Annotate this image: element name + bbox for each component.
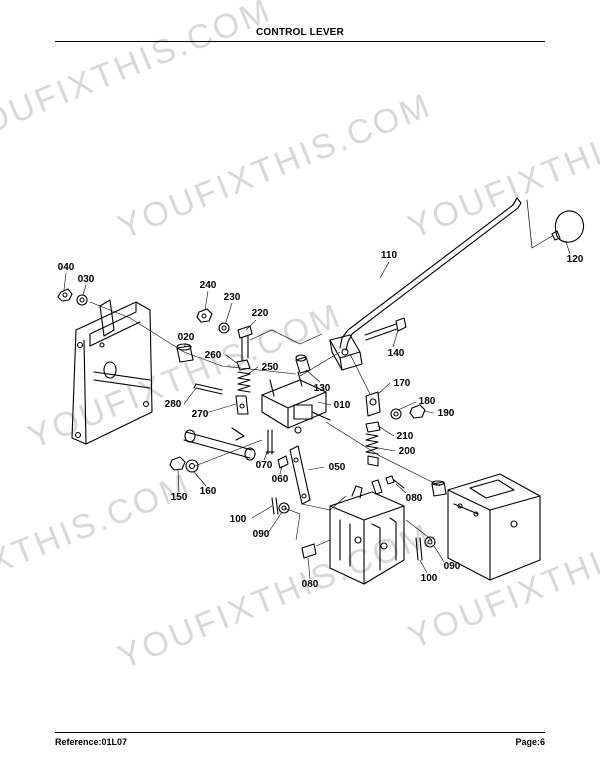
control-valve-part [329, 479, 405, 585]
header-rule [55, 41, 545, 42]
callout-label: 090 [444, 561, 461, 572]
callout-label: 100 [230, 514, 247, 525]
callout-label: 240 [200, 280, 217, 291]
nut-part [365, 421, 381, 433]
leader-line [526, 199, 553, 249]
callout-label: 010 [334, 400, 351, 411]
spring-part [237, 371, 251, 393]
pin-part [415, 537, 423, 561]
bolt-part [364, 317, 407, 341]
callout-label: 080 [406, 493, 423, 504]
callout-label: 160 [200, 486, 217, 497]
washer-part [185, 459, 199, 473]
shaft-part [183, 427, 256, 461]
mounting-plate-part [71, 299, 153, 445]
callout-label: 050 [329, 462, 346, 473]
washer-part [218, 322, 230, 334]
callout-label: 250 [262, 362, 279, 373]
lever-hub-part [329, 334, 363, 371]
callout-label: 060 [272, 474, 289, 485]
washer-part [424, 536, 436, 548]
collar-part [295, 354, 311, 374]
pin-part [265, 429, 275, 455]
callout-label: 100 [421, 573, 438, 584]
callout-label: 220 [252, 308, 269, 319]
callout-label: 040 [58, 262, 75, 273]
bushing-part [176, 343, 194, 363]
clevis-part [235, 395, 249, 415]
washer-part [390, 408, 402, 420]
callout-label: 170 [394, 378, 411, 389]
callout-label: 150 [171, 492, 188, 503]
rod-end-part [237, 325, 253, 361]
bracket-part [261, 371, 331, 434]
callout-label: 090 [253, 529, 270, 540]
lever-part [339, 197, 522, 351]
spring-part [365, 433, 379, 467]
callout-label: 110 [381, 250, 398, 261]
callout-label: 030 [78, 274, 95, 285]
nut-part [57, 288, 73, 302]
callout-label: 190 [438, 408, 455, 419]
callout-label: 140 [388, 348, 405, 359]
nut-part [409, 404, 426, 419]
bolt-part [385, 475, 405, 489]
pin-part [271, 497, 279, 515]
callout-label: 070 [256, 460, 273, 471]
callout-label: 210 [397, 431, 414, 442]
callout-label: 120 [567, 254, 584, 265]
page-number: Page:6 [515, 737, 545, 747]
washer-part [76, 294, 88, 306]
callout-label: 180 [419, 396, 436, 407]
callout-label: 270 [192, 409, 209, 420]
footer-rule [55, 732, 545, 733]
callout-label: 260 [205, 350, 222, 361]
nut-part [236, 359, 251, 371]
callout-label: 280 [165, 399, 182, 410]
callout-label: 020 [178, 332, 195, 343]
nut-part [196, 308, 213, 323]
washer-part [277, 455, 289, 469]
callout-label: 130 [314, 383, 331, 394]
washer-part [278, 502, 290, 514]
rod-end-part [365, 391, 381, 417]
bolt-part [301, 543, 317, 559]
nut-part [169, 456, 186, 471]
callout-label: 230 [224, 292, 241, 303]
callout-label: 080 [302, 579, 319, 590]
link-part [289, 445, 311, 505]
pin-part [193, 383, 223, 395]
valve-cover-part [447, 473, 541, 581]
page-title: CONTROL LEVER [256, 27, 344, 38]
knob-part [551, 210, 585, 243]
callout-label: 200 [399, 446, 416, 457]
reference-label: Reference:01L07 [55, 737, 128, 747]
